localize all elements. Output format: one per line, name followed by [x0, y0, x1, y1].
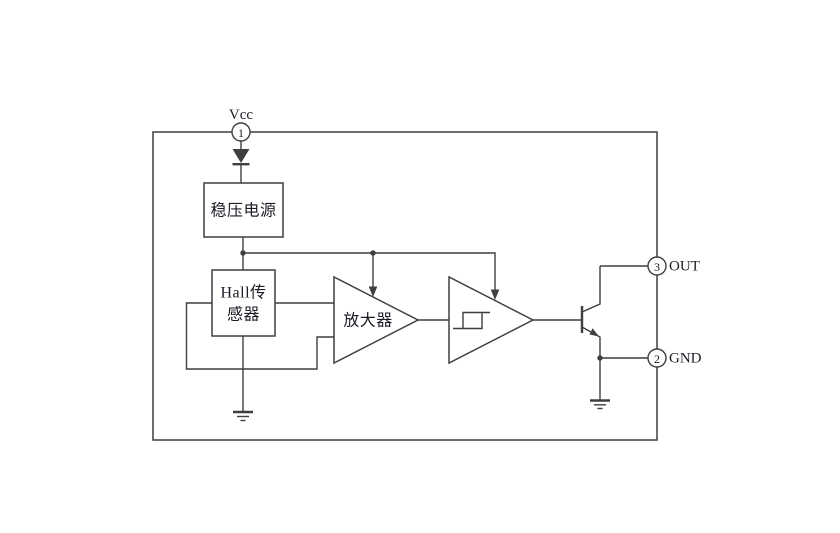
- vcc-pin: 1 Vcc: [229, 107, 253, 142]
- schmitt-trigger-triangle: [448, 275, 535, 365]
- gnd-label: GND: [669, 351, 702, 367]
- hall-loop-wire: [185, 302, 334, 370]
- junction-dot: [370, 250, 376, 256]
- junction-dot: [597, 355, 603, 361]
- hall-sensor-label-line1: Hall传: [220, 284, 266, 302]
- vcc-label: Vcc: [229, 107, 253, 123]
- diode-icon: [232, 149, 250, 166]
- gnd-pin: 2 GND: [647, 348, 702, 368]
- hysteresis-icon: [453, 311, 490, 330]
- ground-icon: [233, 336, 253, 422]
- ground-icon: [590, 399, 610, 410]
- gnd-wire: [597, 355, 648, 400]
- out-label: OUT: [669, 259, 700, 275]
- hall-sensor-block: [211, 269, 276, 337]
- hall-sensor-label-line2: 感器: [227, 306, 260, 324]
- arrow-down-icon: [368, 286, 378, 297]
- pin1-number: 1: [238, 126, 244, 140]
- supply-rail: [240, 237, 500, 300]
- out-pin: 3 OUT: [647, 256, 700, 276]
- npn-transistor-icon: [580, 266, 601, 358]
- pin3-number: 3: [654, 260, 660, 274]
- amplifier-triangle: [333, 275, 420, 365]
- arrow-down-icon: [490, 289, 500, 300]
- amplifier-label: 放大器: [343, 312, 393, 330]
- emitter-arrow-icon: [589, 328, 599, 337]
- pin2-number: 2: [654, 352, 660, 366]
- regulator-label: 稳压电源: [210, 202, 276, 220]
- junction-dot: [240, 250, 246, 256]
